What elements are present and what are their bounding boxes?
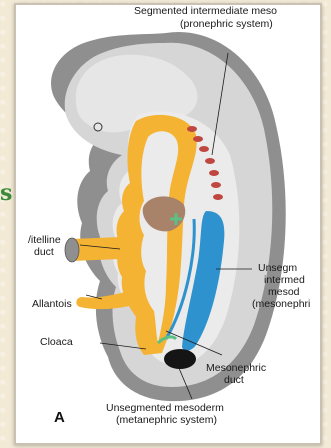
label-mesonephric-1: Mesonephric (206, 363, 266, 374)
vitelline-duct-opening (65, 238, 79, 262)
label-vitelline-1: /itelline (28, 235, 61, 246)
embryo-figure-panel: Segmented intermediate meso (pronephric … (14, 3, 322, 445)
label-bottom-2: (metanephric system) (116, 415, 217, 426)
embryo-diagram (16, 5, 320, 443)
label-cloaca: Cloaca (40, 337, 73, 348)
panel-letter: A (54, 409, 65, 426)
label-unsegmented-4: (mesonephri (252, 299, 310, 310)
label-allantois: Allantois (32, 299, 72, 310)
label-bottom-1: Unsegmented mesoderm (106, 403, 224, 414)
metanephric-blastema (164, 349, 196, 369)
label-top-line2: (pronephric system) (180, 19, 273, 30)
cropped-side-letter: s (0, 180, 12, 206)
label-unsegmented-2: intermed (264, 275, 305, 286)
label-unsegmented-1: Unsegm (258, 263, 297, 274)
label-vitelline-2: duct (34, 247, 54, 258)
label-unsegmented-3: mesod (268, 287, 300, 298)
label-top-line1: Segmented intermediate meso (134, 6, 277, 17)
label-mesonephric-2: duct (224, 375, 244, 386)
